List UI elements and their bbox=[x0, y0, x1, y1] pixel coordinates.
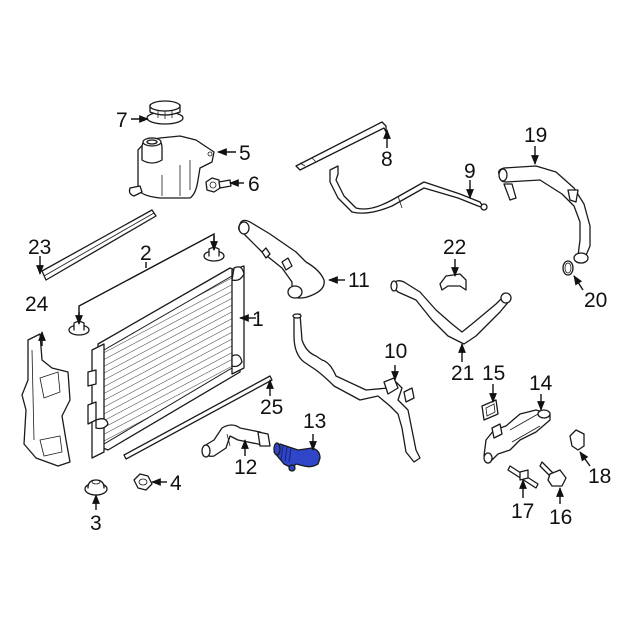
callout-23[interactable]: 23 bbox=[28, 236, 51, 259]
leader-lines bbox=[36, 115, 591, 510]
callout-15[interactable]: 15 bbox=[482, 362, 505, 385]
callout-12[interactable]: 12 bbox=[234, 456, 257, 479]
callout-20[interactable]: 20 bbox=[584, 289, 607, 312]
coolant-reservoir-part[interactable] bbox=[128, 135, 215, 199]
housing-stud-part[interactable] bbox=[507, 465, 539, 489]
outlet-tube-part[interactable] bbox=[498, 165, 591, 264]
callout-21[interactable]: 21 bbox=[451, 362, 474, 385]
callout-7[interactable]: 7 bbox=[116, 109, 128, 132]
callout-19[interactable]: 19 bbox=[524, 124, 547, 147]
callout-11[interactable]: 11 bbox=[348, 269, 370, 292]
callout-8[interactable]: 8 bbox=[381, 148, 393, 171]
bypass-tube-part[interactable] bbox=[329, 165, 488, 214]
upper-hose-part[interactable] bbox=[238, 219, 325, 299]
sensor-clip-part[interactable] bbox=[569, 429, 585, 451]
callout-16[interactable]: 16 bbox=[549, 506, 572, 529]
air-deflector-part[interactable] bbox=[21, 333, 71, 467]
thermostat-housing-part[interactable] bbox=[483, 409, 551, 464]
callout-6[interactable]: 6 bbox=[248, 173, 260, 196]
radiator-part[interactable] bbox=[87, 265, 245, 459]
callout-1[interactable]: 1 bbox=[252, 308, 264, 331]
callout-2[interactable]: 2 bbox=[140, 242, 152, 265]
pipe-bracket-part[interactable] bbox=[439, 273, 467, 291]
callout-14[interactable]: 14 bbox=[529, 372, 553, 395]
callout-3[interactable]: 3 bbox=[90, 512, 102, 535]
bracket-rod-part[interactable] bbox=[295, 121, 387, 171]
callout-5[interactable]: 5 bbox=[239, 142, 251, 165]
callout-10[interactable]: 10 bbox=[384, 340, 407, 363]
heater-hose-part[interactable] bbox=[292, 313, 421, 463]
callout-labels: 7 5 6 8 9 19 20 22 11 23 2 24 1 25 13 12… bbox=[25, 109, 611, 535]
nut-part[interactable] bbox=[133, 473, 153, 491]
lower-isolator-part[interactable] bbox=[84, 479, 108, 496]
o-ring-part[interactable] bbox=[562, 260, 574, 276]
callout-17[interactable]: 17 bbox=[511, 500, 534, 523]
callout-4[interactable]: 4 bbox=[170, 472, 182, 495]
callout-25[interactable]: 25 bbox=[260, 396, 283, 419]
reservoir-cap-part[interactable] bbox=[146, 100, 184, 125]
callout-24[interactable]: 24 bbox=[25, 293, 49, 316]
coolant-pipe-part[interactable] bbox=[390, 280, 512, 345]
housing-bolt-part[interactable] bbox=[539, 461, 567, 487]
reservoir-bolt-part[interactable] bbox=[205, 177, 232, 193]
housing-gasket-part[interactable] bbox=[481, 399, 499, 421]
callout-22[interactable]: 22 bbox=[443, 236, 466, 259]
callout-9[interactable]: 9 bbox=[464, 160, 476, 183]
lower-hose-part[interactable] bbox=[201, 424, 271, 458]
callout-18[interactable]: 18 bbox=[588, 465, 611, 488]
upper-seal-part[interactable] bbox=[41, 209, 157, 281]
callout-13[interactable]: 13 bbox=[303, 410, 326, 433]
